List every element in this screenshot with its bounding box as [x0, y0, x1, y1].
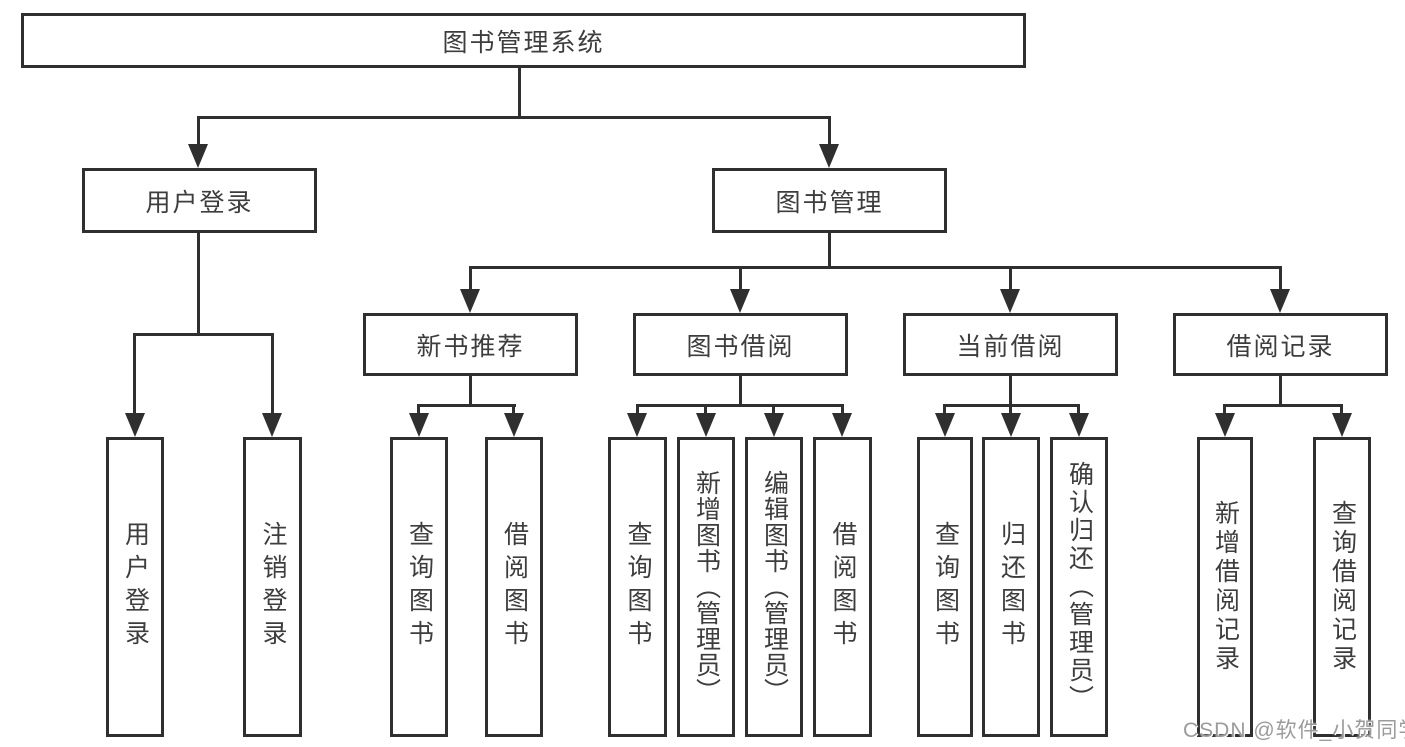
connector [1223, 404, 1343, 407]
leaf-confirm-return-admin: 确认归还（管理员） [1050, 437, 1108, 737]
arrowhead [460, 289, 480, 313]
connector [636, 404, 844, 407]
connector [704, 404, 707, 416]
connector [943, 404, 946, 416]
arrowhead [764, 413, 784, 437]
leaf-label: 借阅图书 [500, 521, 529, 653]
connector [197, 116, 200, 146]
node-user-login: 用户登录 [82, 168, 317, 233]
connector [1077, 404, 1080, 416]
leaf-label: 归还图书 [997, 521, 1026, 653]
leaf-user-login: 用户登录 [106, 437, 164, 737]
leaf-label: 查询图书 [405, 521, 434, 653]
csdn-watermark: CSDN @软件_小贺同学 [1183, 719, 1405, 742]
connector [841, 404, 844, 416]
leaf-add-book-admin: 新增图书（管理员） [677, 437, 735, 737]
leaf-query-books: 查询图书 [608, 437, 667, 737]
connector [133, 333, 274, 336]
connector [739, 376, 742, 407]
arrowhead [1215, 413, 1235, 437]
leaf-return-books: 归还图书 [982, 437, 1040, 737]
connector [1009, 376, 1012, 407]
leaf-label: 查询图书 [931, 521, 960, 653]
leaf-label: 新增借阅记录 [1211, 500, 1240, 674]
arrowhead [1001, 413, 1021, 437]
connector [518, 68, 521, 116]
leaf-label: 注销登录 [259, 521, 287, 653]
arrowhead [125, 413, 145, 437]
node-label: 当前借阅 [956, 332, 1065, 361]
arrowhead [1000, 289, 1020, 313]
arrowhead [1332, 413, 1352, 437]
node-new-book-recommend: 新书推荐 [363, 313, 578, 376]
connector [1279, 266, 1282, 291]
leaf-label: 用户登录 [121, 521, 150, 653]
arrowhead [262, 413, 282, 437]
connector [417, 404, 516, 407]
connector [1340, 404, 1343, 416]
leaf-label: 新增图书（管理员） [692, 470, 721, 704]
leaf-query-borrow-record: 查询借阅记录 [1313, 437, 1371, 737]
node-library-system: 图书管理系统 [21, 13, 1026, 68]
leaf-label: 借阅图书 [829, 521, 857, 653]
arrowhead [627, 413, 647, 437]
connector [197, 233, 200, 333]
connector [828, 116, 831, 146]
leaf-logout: 注销登录 [243, 437, 302, 737]
connector [469, 266, 472, 291]
leaf-label: 查询图书 [624, 521, 652, 653]
arrowhead [832, 413, 852, 437]
connector [133, 333, 136, 414]
connector [1279, 376, 1282, 407]
node-label: 借阅记录 [1226, 332, 1335, 361]
leaf-label: 编辑图书（管理员） [760, 470, 789, 704]
node-label: 图书管理系统 [442, 28, 605, 57]
leaf-add-borrow-record: 新增借阅记录 [1197, 437, 1253, 737]
connector [469, 376, 472, 407]
node-borrowing-records: 借阅记录 [1173, 313, 1388, 376]
arrowhead [935, 413, 955, 437]
leaf-borrow-books: 借阅图书 [813, 437, 872, 737]
arrowhead [409, 413, 429, 437]
node-label: 图书借阅 [686, 332, 795, 361]
node-book-borrowing: 图书借阅 [633, 313, 848, 376]
leaf-edit-book-admin: 编辑图书（管理员） [745, 437, 803, 737]
connector [828, 233, 831, 266]
connector [417, 404, 420, 416]
arrowhead [696, 413, 716, 437]
leaf-query-books: 查询图书 [390, 437, 448, 737]
connector [197, 116, 831, 119]
leaf-label: 确认归还（管理员） [1065, 461, 1094, 713]
connector [271, 333, 274, 414]
connector [512, 404, 515, 416]
connector [739, 266, 742, 291]
arrowhead [819, 144, 839, 168]
connector [469, 266, 1282, 269]
connector [1009, 266, 1012, 291]
leaf-borrow-books: 借阅图书 [485, 437, 543, 737]
leaf-query-books: 查询图书 [917, 437, 973, 737]
node-label: 图书管理 [775, 188, 884, 217]
arrowhead [504, 413, 524, 437]
connector [1223, 404, 1226, 416]
connector [1009, 404, 1012, 416]
arrowhead [1270, 289, 1290, 313]
arrowhead [188, 144, 208, 168]
node-book-management: 图书管理 [712, 168, 947, 233]
arrowhead [730, 289, 750, 313]
node-current-borrowing: 当前借阅 [903, 313, 1118, 376]
node-label: 用户登录 [145, 188, 254, 217]
leaf-label: 查询借阅记录 [1328, 500, 1357, 674]
connector [636, 404, 639, 416]
node-label: 新书推荐 [416, 332, 525, 361]
arrowhead [1069, 413, 1089, 437]
connector [772, 404, 775, 416]
